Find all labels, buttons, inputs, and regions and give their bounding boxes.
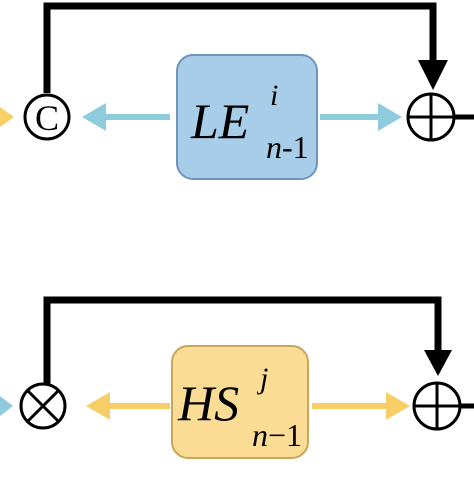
hs-feature-box — [171, 345, 309, 459]
bottom-skip-arrowhead — [424, 350, 452, 376]
top-blue-arrowhead-right — [378, 103, 402, 131]
bottom-left-arrow-stub — [0, 396, 13, 416]
top-left-arrow-stub — [0, 107, 14, 127]
top-skip-arrowhead — [418, 60, 448, 90]
top-blue-arrowhead-left — [82, 103, 106, 131]
bottom-yellow-arrowhead-left — [86, 392, 110, 420]
hs-subscript-rest: −1 — [268, 417, 302, 453]
hs-subscript-var: n — [252, 417, 268, 453]
bottom-multiply-cross-b — [26, 389, 60, 423]
hs-label-subscript: n−1 — [252, 417, 302, 453]
le-label-base: LE — [190, 93, 249, 149]
le-subscript-var: n — [266, 129, 282, 165]
top-skip-connection-line — [43, 2, 437, 93]
bottom-skip-connection-line — [43, 296, 442, 385]
top-concat-node — [23, 93, 71, 141]
hs-box-label: HS — [177, 375, 239, 431]
top-concat-symbol: C — [35, 98, 59, 138]
le-feature-box — [176, 54, 318, 180]
le-box-label: LE — [190, 93, 249, 149]
hs-label-superscript: j — [256, 362, 268, 395]
le-label-subscript: n-1 — [266, 129, 309, 165]
hs-label-base: HS — [177, 375, 239, 431]
le-label-superscript: i — [270, 79, 278, 112]
le-subscript-rest: -1 — [282, 129, 309, 165]
bottom-yellow-arrowhead-right — [386, 392, 410, 420]
